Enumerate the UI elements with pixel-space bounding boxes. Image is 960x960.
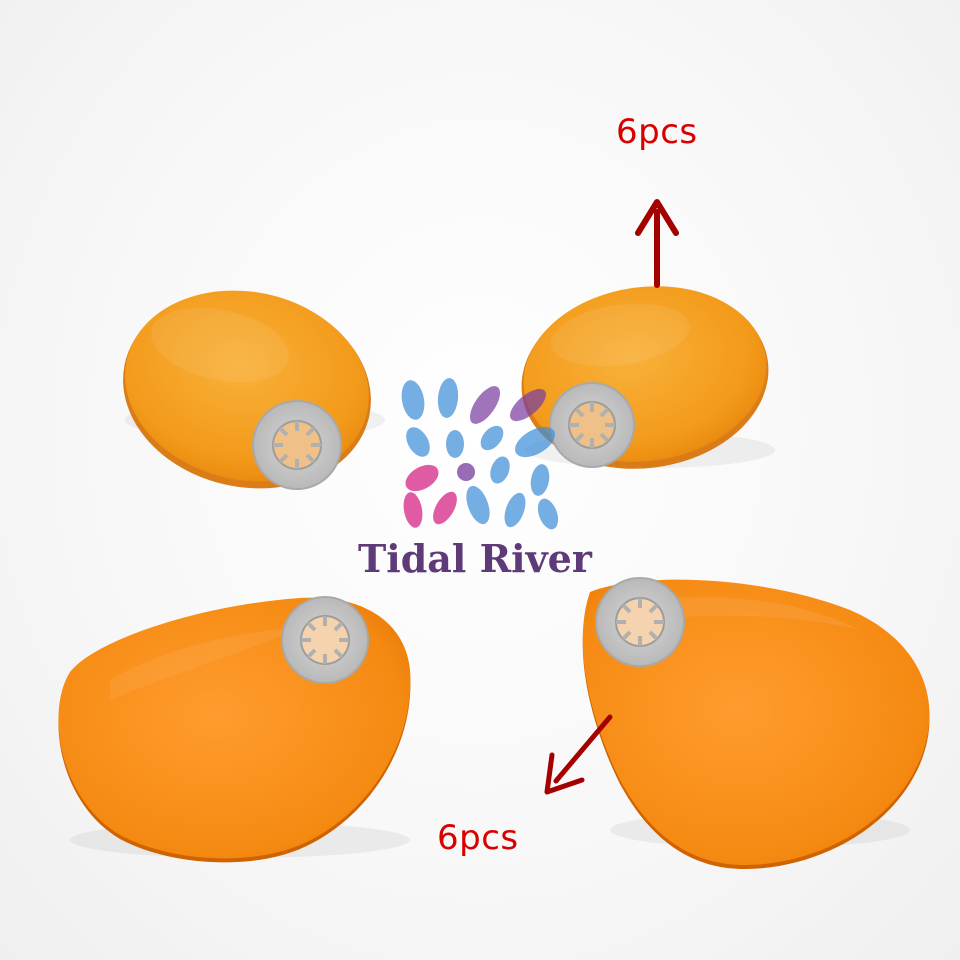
grommet-bottom-left — [281, 596, 369, 684]
brand-watermark-text: Tidal River — [358, 536, 592, 581]
arrow-down-left-icon — [544, 714, 613, 795]
brand-logo-petals — [401, 378, 559, 530]
arrow-up-icon — [635, 199, 679, 288]
grommet-top-left — [252, 400, 342, 490]
grommet-bottom-right — [595, 577, 685, 667]
quantity-label-bottom: 6pcs — [437, 818, 519, 858]
grommet-top-right — [549, 382, 635, 468]
lens-oval-top-left — [123, 290, 371, 489]
quantity-label-top: 6pcs — [616, 112, 698, 152]
